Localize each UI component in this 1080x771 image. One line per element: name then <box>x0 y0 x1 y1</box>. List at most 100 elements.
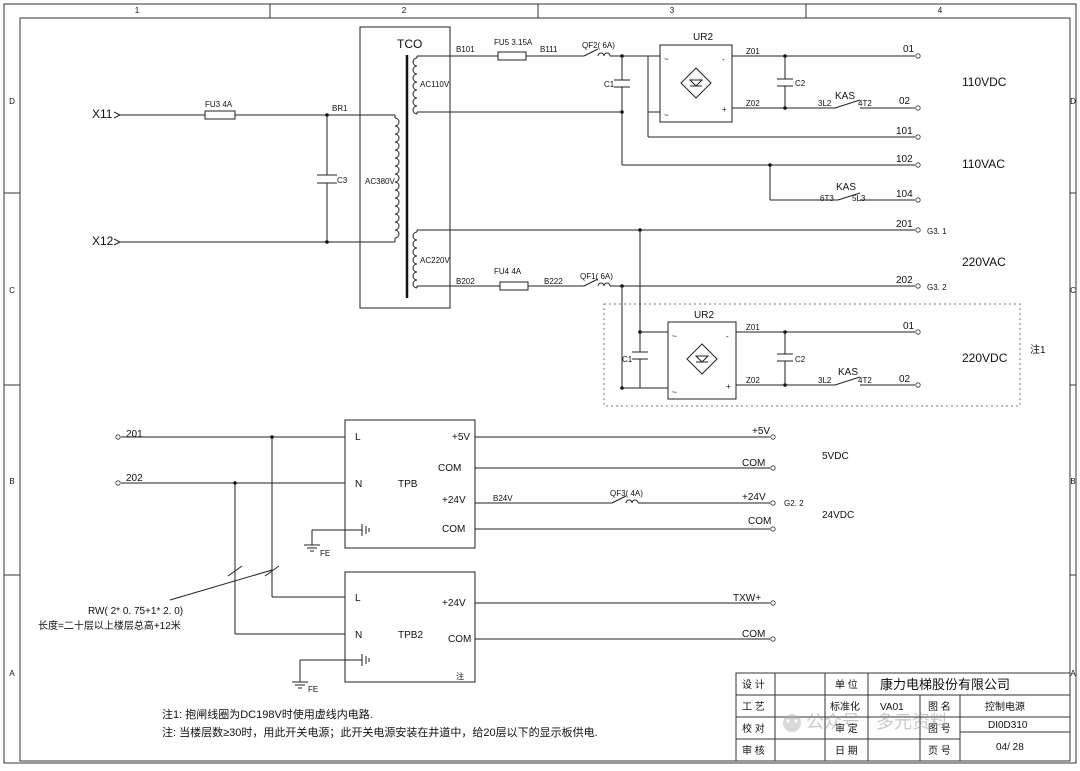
border-row-a: A <box>9 669 15 678</box>
border-col-3: 3 <box>670 6 675 15</box>
fu5-label: FU5 3.15A <box>494 38 533 47</box>
kas-mid-5l3-label: 5L3 <box>852 194 866 203</box>
svg-text:-: - <box>726 332 729 341</box>
tb-design: 设 计 <box>742 678 765 691</box>
watermark: 公众号 · 多元资料 <box>783 712 948 732</box>
ur2-bot-label: UR2 <box>694 310 714 321</box>
tpb-com2-label: COM <box>442 524 465 535</box>
border-row-d: D <box>9 97 15 106</box>
tpb-p5-label: +5V <box>452 432 470 443</box>
note1-tag: 注1 <box>1030 343 1046 356</box>
qf1-switch <box>583 278 599 287</box>
wire-104: 104 <box>896 189 913 200</box>
tb-date-label: 日 期 <box>835 745 858 757</box>
fu3-fuse <box>204 110 236 120</box>
c1-bot-label: C1 <box>622 355 633 364</box>
v110dc-label: 110VDC <box>962 75 1007 89</box>
svg-text:~: ~ <box>664 55 669 64</box>
v220dc-label: 220VDC <box>962 351 1008 365</box>
border-col-2: 2 <box>402 6 407 15</box>
v5dc-label: 5VDC <box>822 451 849 462</box>
tpb2-note-mark: 注 <box>456 671 464 681</box>
title-block: 设 计 工 艺 校 对 审 核 单 位 康力电梯股份有限公司 标准化 VA01 … <box>735 672 1071 762</box>
fu5-fuse <box>497 51 527 61</box>
tpb2-label: TPB2 <box>398 630 423 641</box>
svg-text:~: ~ <box>672 332 677 341</box>
qf3-label: QF3( 4A) <box>610 489 643 498</box>
tb-std-label: 标准化 <box>830 700 860 713</box>
kas-top-label: KAS <box>835 91 855 102</box>
kas-top-3l2-label: 3L2 <box>818 99 832 108</box>
kas-bot-4t2-label: 4T2 <box>858 376 872 385</box>
tpb2-p24-label: +24V <box>442 598 466 609</box>
svg-text:~: ~ <box>664 111 669 120</box>
z02-top-label: Z02 <box>746 99 760 108</box>
rw-cable-label: RW( 2* 0. 75+1* 2. 0) <box>88 606 183 617</box>
tb-drawing-label: 图 名 <box>928 700 951 713</box>
wire-01-bot: 01 <box>903 321 915 332</box>
psu-tpb: 201 202 L N TPB +5V COM +24V COM FE +5V … <box>115 419 854 558</box>
out-com2-label: COM <box>748 516 771 527</box>
v24dc-label: 24VDC <box>822 510 854 521</box>
border-col-1: 1 <box>135 6 140 15</box>
kas-mid-6t3-label: 6T3 <box>820 194 834 203</box>
z01-bot-label: Z01 <box>746 323 760 332</box>
fe2-label: FE <box>308 685 318 694</box>
out-com1-label: COM <box>742 458 765 469</box>
psu-tpb2: RW( 2* 0. 75+1* 2. 0) 长度=二十层以上楼层总高+12米 L… <box>38 437 776 694</box>
b222-label: B222 <box>544 277 563 286</box>
tpb-com1-label: COM <box>438 463 461 474</box>
qf2-switch <box>583 48 599 57</box>
tpb2-n-label: N <box>355 630 362 641</box>
wire-201: 201 <box>896 219 913 230</box>
tpb2-l-label: L <box>355 593 361 604</box>
kas-top-4t2-label: 4T2 <box>858 99 872 108</box>
border-row-b: B <box>9 477 14 486</box>
v220ac-label: 220VAC <box>962 255 1006 269</box>
qf2-label: QF2( 6A) <box>582 41 615 50</box>
g22-label: G2. 2 <box>784 499 804 508</box>
wire-02-top: 02 <box>899 96 911 107</box>
b101-label: B101 <box>456 45 475 54</box>
rw-length-label: 长度=二十层以上楼层总高+12米 <box>38 619 181 632</box>
watermark-text: 公众号 · 多元资料 <box>806 712 948 732</box>
g32-label: G3. 2 <box>927 283 947 292</box>
c2-top-label: C2 <box>795 79 806 88</box>
in202-label: 202 <box>126 473 143 484</box>
tpb-l-label: L <box>355 432 361 443</box>
c3-label: C3 <box>337 176 348 185</box>
ur2-bottom-rectifier <box>667 321 737 400</box>
primary-input: X11 FU3 4A BR1 C3 X12 <box>92 100 395 248</box>
tco-label: TCO <box>397 37 422 51</box>
tb-check: 校 对 <box>742 722 765 735</box>
x11-label: X11 <box>92 107 113 121</box>
b24v-label: B24V <box>493 494 513 503</box>
x12-label: X12 <box>92 234 114 248</box>
out-p24-label: +24V <box>742 492 766 503</box>
ac220v-label: AC220V <box>420 256 450 265</box>
border-row-a-right: A <box>1070 669 1076 678</box>
wire-202: 202 <box>896 275 913 286</box>
tb-company: 康力电梯股份有限公司 <box>880 677 1010 692</box>
c2-bot-label: C2 <box>795 355 806 364</box>
b202-label: B202 <box>456 277 475 286</box>
fe1-label: FE <box>320 549 330 558</box>
border-row-d-right: D <box>1070 97 1076 106</box>
border-col-4: 4 <box>938 6 943 15</box>
ur2-top-rectifier <box>659 44 733 123</box>
svg-text:-: - <box>722 55 725 64</box>
border-row-c: C <box>9 286 15 295</box>
fu4-label: FU4 4A <box>494 267 522 276</box>
kas-bot-label: KAS <box>838 367 858 378</box>
note-1: 注1: 抱闸线圈为DC198V时使用虚线内电路. <box>162 707 373 721</box>
wire-01-top: 01 <box>903 44 915 55</box>
transformer-tco: TCO AC380V AC110V AC220V <box>359 26 451 309</box>
v110ac-label: 110VAC <box>962 157 1005 171</box>
ur2-top-label: UR2 <box>693 32 713 43</box>
tb-std-value: VA01 <box>880 702 904 713</box>
svg-text:~: ~ <box>672 388 677 397</box>
kas-bot-3l2-label: 3L2 <box>818 376 832 385</box>
tb-unit-label: 单 位 <box>835 678 858 691</box>
